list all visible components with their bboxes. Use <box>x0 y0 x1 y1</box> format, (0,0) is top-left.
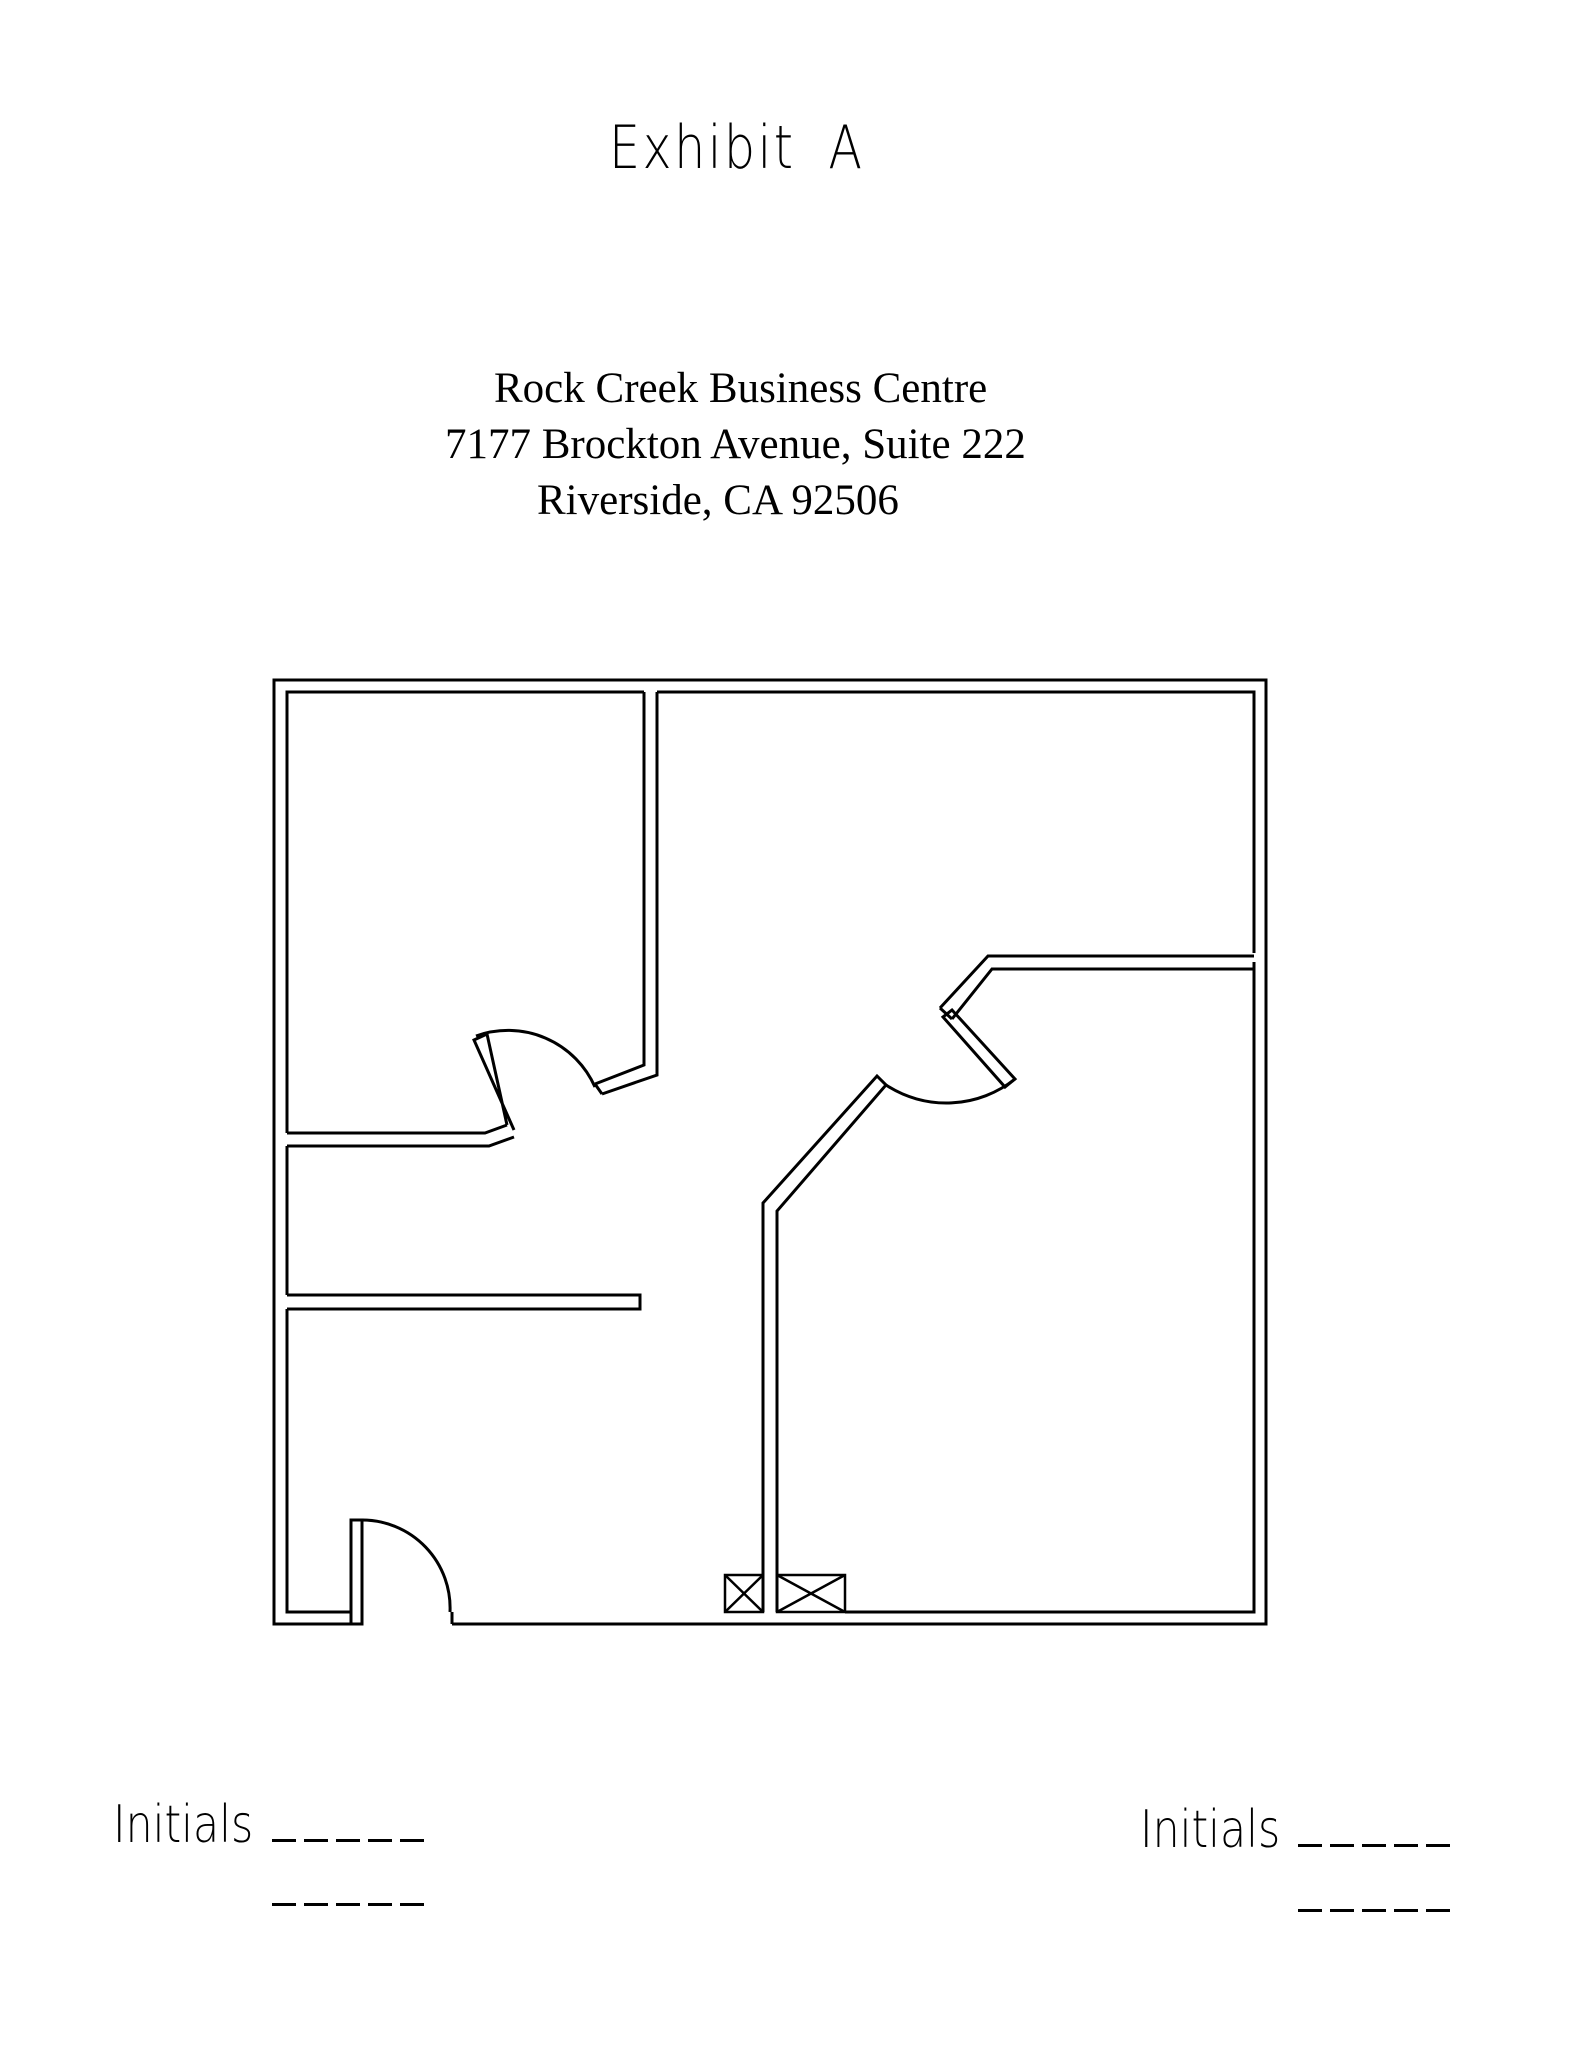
office-1-south-wall <box>287 1123 508 1135</box>
office-1-door-leaf <box>472 1031 516 1131</box>
office-1-east-wall <box>594 692 646 1086</box>
storage-south-wall <box>287 1293 642 1311</box>
address-city: Riverside, CA 92506 <box>537 477 899 524</box>
exhibit-title: Exhibit A <box>609 113 865 183</box>
initials-blank-left-1[interactable] <box>272 1839 424 1842</box>
address-building-name: Rock Creek Business Centre <box>494 365 988 412</box>
utility-box-1 <box>723 1573 765 1614</box>
exterior-wall-outer <box>272 678 1268 1626</box>
corridor-diagonal-wall <box>761 1073 889 1612</box>
exterior-wall-inner <box>845 962 1256 1614</box>
address-street: 7177 Brockton Avenue, Suite 222 <box>445 421 1026 468</box>
utility-box-2 <box>775 1573 847 1614</box>
office-2-door-leaf <box>940 1007 1018 1090</box>
entry-door-leaf <box>349 1518 364 1626</box>
initials-blank-left-2[interactable] <box>272 1903 424 1906</box>
office-2-door-swing <box>885 1077 1016 1105</box>
entry-door-swing <box>361 1518 452 1613</box>
exterior-wall-inner-right-upper <box>657 690 1256 953</box>
initials-label-left: Initials <box>113 1795 254 1855</box>
exterior-wall-inner-left-top <box>285 690 644 1133</box>
initials-blank-right-2[interactable] <box>1298 1909 1450 1912</box>
office-1-door-swing <box>475 1028 597 1088</box>
initials-blank-right-1[interactable] <box>1298 1844 1450 1847</box>
initials-label-right: Initials <box>1140 1800 1281 1860</box>
office-2-north-wall <box>938 954 1254 1010</box>
exterior-wall-inner-left-bottom <box>285 1309 353 1624</box>
